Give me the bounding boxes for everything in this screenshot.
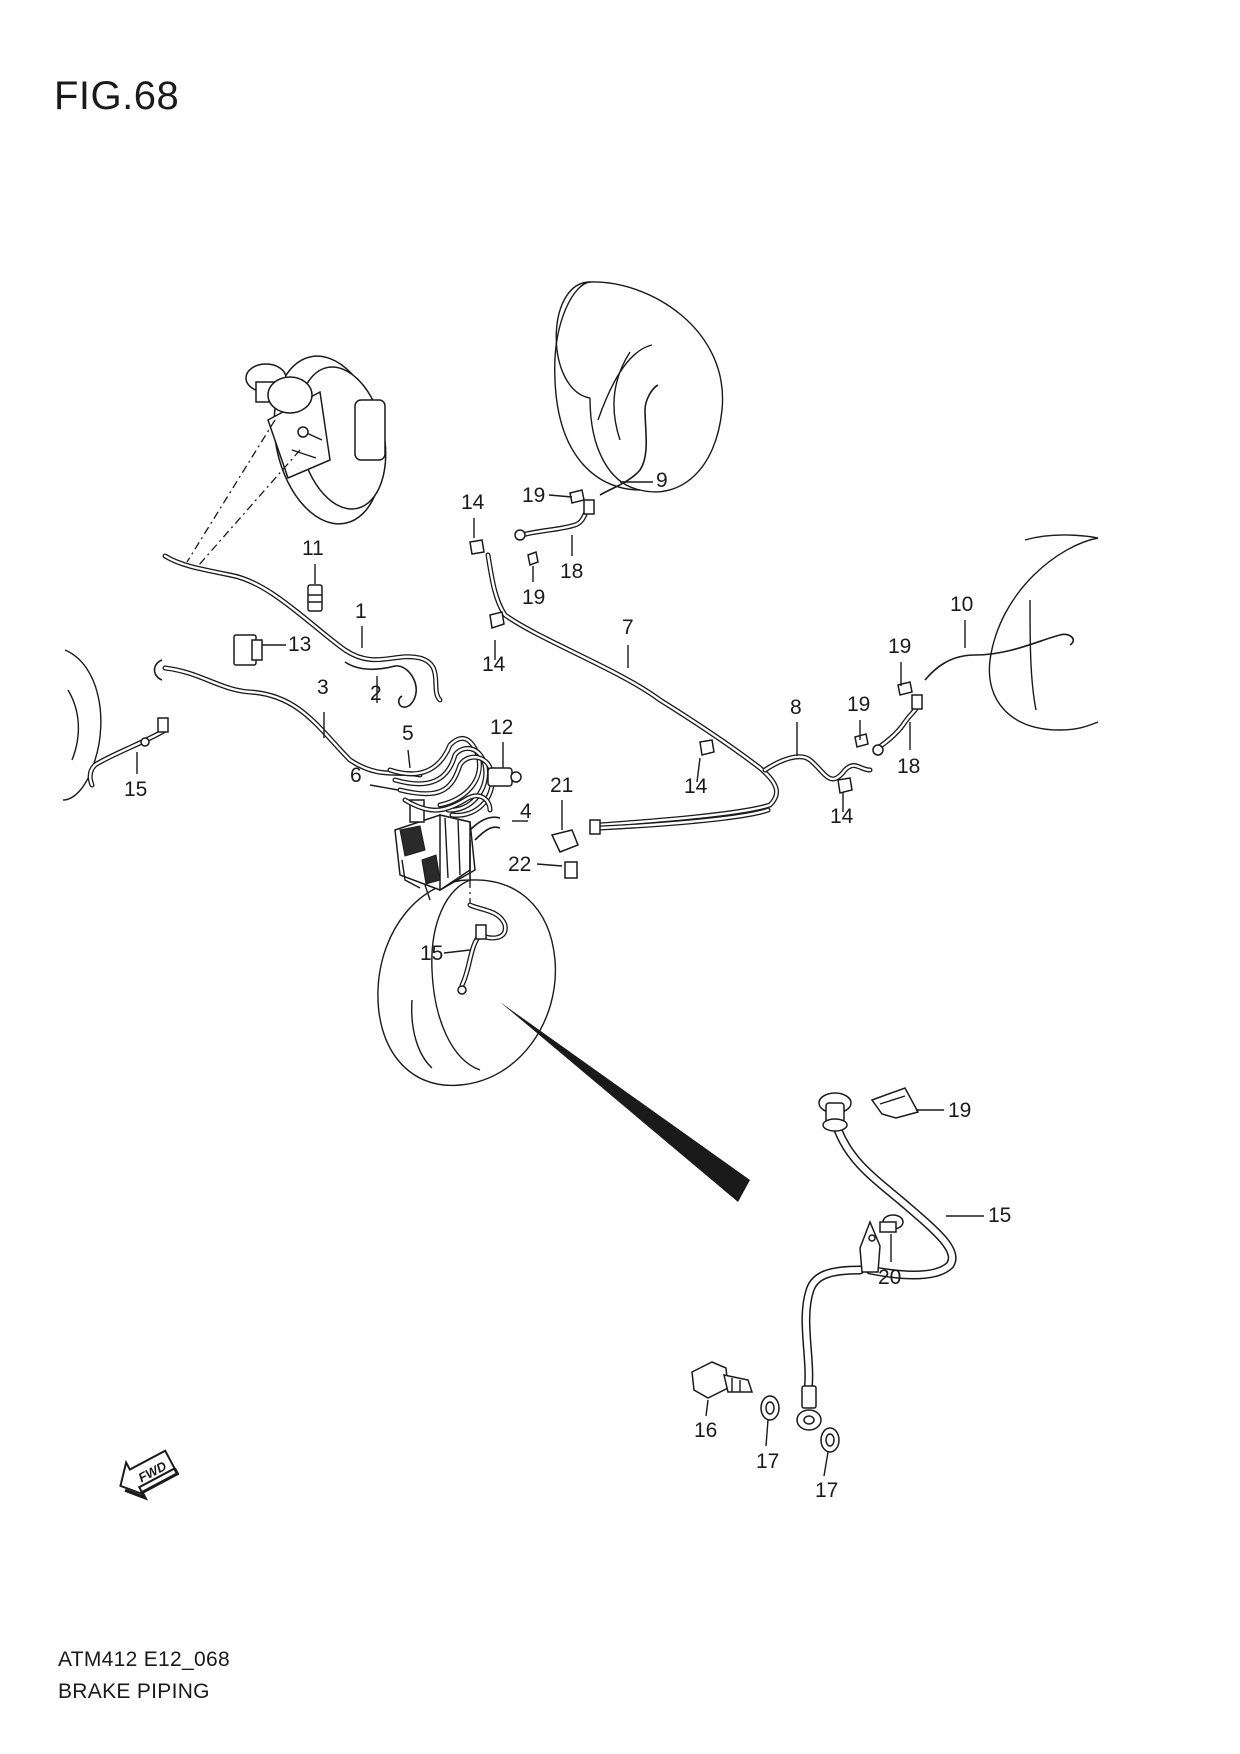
pipe-2 bbox=[344, 661, 417, 708]
callout-3: 3 bbox=[317, 676, 329, 699]
detail-pointer bbox=[500, 1002, 750, 1202]
leader-dash-1 bbox=[186, 419, 276, 563]
hose-15-rear-left bbox=[457, 902, 508, 995]
clip-14-a bbox=[469, 539, 485, 555]
callout-4: 4 bbox=[520, 800, 532, 823]
hose-15-front-left bbox=[87, 717, 169, 788]
tire-rear-left bbox=[377, 879, 557, 1087]
pipe-7 bbox=[485, 552, 779, 835]
clip-19-c bbox=[854, 733, 869, 748]
callout-15-c: 15 bbox=[988, 1204, 1011, 1227]
pipe-9 bbox=[599, 384, 659, 496]
callout-16: 16 bbox=[694, 1419, 717, 1442]
hose-18-rear-right bbox=[872, 694, 923, 756]
leader-lines bbox=[136, 481, 984, 1477]
callout-7: 7 bbox=[622, 616, 634, 639]
detail-clip-19 bbox=[870, 1087, 920, 1119]
tire-front-right bbox=[554, 281, 724, 493]
clip-14-c bbox=[699, 739, 715, 756]
callout-18-b: 18 bbox=[897, 755, 920, 778]
callout-14-a: 14 bbox=[461, 491, 485, 514]
callout-15-a: 15 bbox=[124, 778, 147, 801]
tire-front-left bbox=[62, 649, 102, 801]
master-cylinder-booster bbox=[245, 355, 387, 525]
part-13-block bbox=[233, 634, 263, 666]
footer-name: BRAKE PIPING bbox=[58, 1680, 210, 1703]
callout-19-a: 19 bbox=[522, 484, 545, 507]
callout-21: 21 bbox=[550, 774, 573, 797]
callout-22: 22 bbox=[508, 853, 531, 876]
callout-12: 12 bbox=[490, 716, 513, 739]
callout-1: 1 bbox=[355, 600, 367, 623]
callout-5: 5 bbox=[402, 722, 414, 745]
callout-6: 6 bbox=[350, 764, 362, 787]
fwd-arrow-badge: FWD bbox=[119, 1449, 180, 1501]
detail-washer-17-a bbox=[760, 1395, 780, 1421]
part-21-bracket bbox=[550, 829, 579, 853]
callout-17-b: 17 bbox=[815, 1479, 838, 1502]
callout-2: 2 bbox=[370, 682, 382, 705]
callout-19-d: 19 bbox=[888, 635, 911, 658]
leader-dash-2 bbox=[197, 449, 301, 567]
callout-labels: 1 2 3 4 5 6 7 8 9 10 11 12 13 14 14 14 1… bbox=[124, 469, 1011, 1502]
pipe-1 bbox=[162, 553, 443, 703]
detail-washer-17-b bbox=[820, 1427, 840, 1453]
pipe-8 bbox=[762, 754, 873, 782]
part-12-sensor bbox=[487, 767, 522, 787]
clip-19-d bbox=[897, 681, 913, 696]
pipe-4 bbox=[469, 816, 501, 841]
detail-bolt-20 bbox=[879, 1214, 904, 1233]
callout-10: 10 bbox=[950, 593, 973, 616]
callout-19-b: 19 bbox=[522, 586, 545, 609]
callout-19-e: 19 bbox=[948, 1099, 971, 1122]
clip-19-b bbox=[527, 550, 539, 567]
callout-14-c: 14 bbox=[684, 775, 708, 798]
callout-13: 13 bbox=[288, 633, 311, 656]
part-22-bolt bbox=[564, 861, 578, 879]
detail-hose-15 bbox=[796, 1092, 957, 1431]
callout-19-c: 19 bbox=[847, 693, 870, 716]
hose-18-front-right bbox=[514, 499, 595, 541]
callout-18-a: 18 bbox=[560, 560, 583, 583]
callout-20: 20 bbox=[878, 1266, 901, 1289]
clip-14-b bbox=[489, 611, 505, 629]
callout-8: 8 bbox=[790, 696, 802, 719]
pipe-3 bbox=[153, 659, 423, 778]
callout-14-b: 14 bbox=[482, 653, 506, 676]
figure-title: FIG.68 bbox=[54, 74, 180, 118]
callout-15-b: 15 bbox=[420, 942, 443, 965]
tire-rear-right bbox=[988, 534, 1099, 731]
clip-19-a bbox=[569, 489, 585, 504]
part-11-clamp bbox=[307, 584, 323, 612]
callout-14-d: 14 bbox=[830, 805, 854, 828]
detail-union-bolt-16 bbox=[691, 1361, 754, 1399]
pipe-5-6-bundle bbox=[387, 736, 495, 818]
clip-14-d bbox=[837, 777, 853, 794]
footer-code: ATM412 E12_068 bbox=[58, 1648, 230, 1671]
callout-9: 9 bbox=[656, 469, 668, 492]
callout-11: 11 bbox=[302, 537, 324, 560]
callout-17-a: 17 bbox=[756, 1450, 779, 1473]
pipe-10 bbox=[924, 633, 1075, 681]
